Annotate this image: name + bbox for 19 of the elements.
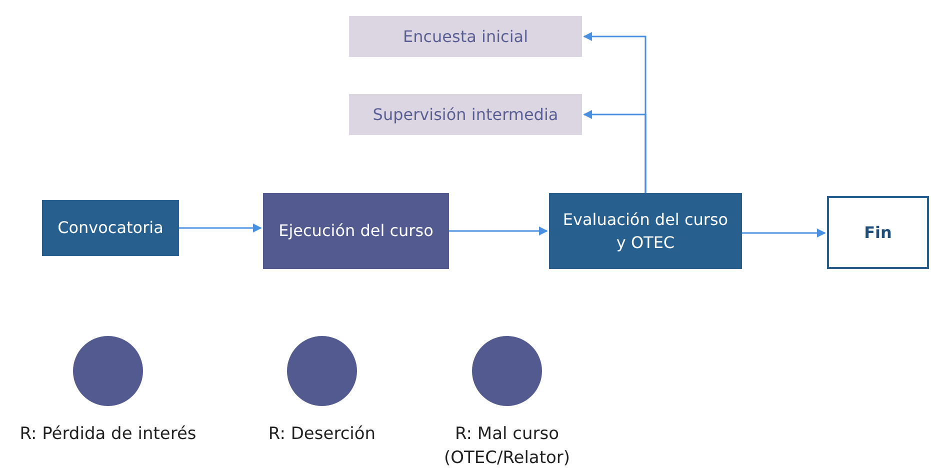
- arrow: [179, 224, 262, 232]
- process-box: [827, 196, 929, 269]
- process-box: [42, 200, 179, 256]
- box-label: Convocatoria: [58, 217, 164, 240]
- process-box: [549, 193, 742, 269]
- risk-label: R: Pérdida de interés: [18, 423, 198, 446]
- process-box: [263, 193, 449, 269]
- arrow: [449, 226, 548, 236]
- arrow: [742, 228, 826, 238]
- box-label: Fin: [864, 222, 892, 244]
- risk-label: R: Mal curso (OTEC/Relator): [442, 423, 572, 470]
- box-label: Encuesta inicial: [402, 26, 528, 48]
- box-label: Ejecución del curso: [278, 220, 434, 242]
- risk-label: R: Deserción: [267, 423, 377, 446]
- arrow: [583, 110, 646, 193]
- process-box: [349, 94, 582, 135]
- box-label: Evaluación del curso y OTEC: [562, 208, 730, 254]
- box-label: Supervisión intermedia: [372, 104, 558, 126]
- process-box: [349, 16, 582, 57]
